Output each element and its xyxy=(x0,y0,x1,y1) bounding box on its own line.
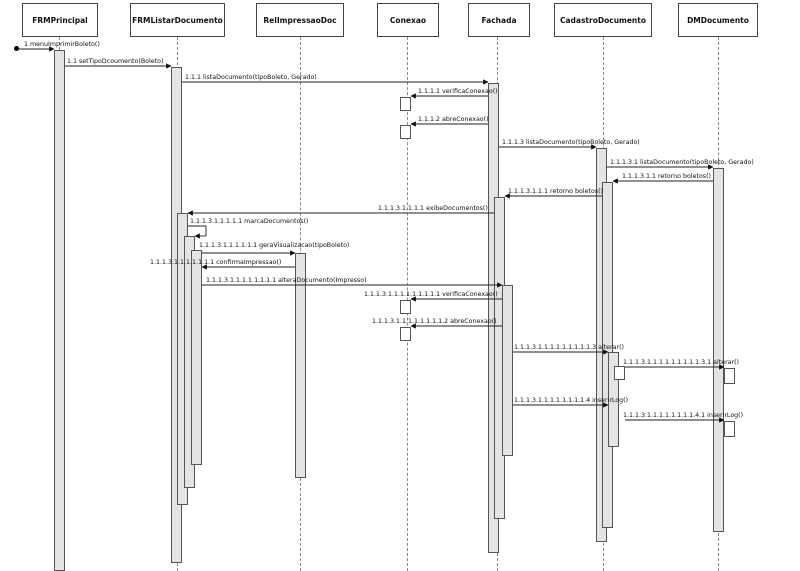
self-call-box xyxy=(400,97,411,111)
participant-conexao: Conexao xyxy=(377,3,439,37)
self-call-box xyxy=(724,421,735,437)
message-label: 1.1.1.3.1.1.1.1.1.1.1.1.4.1 inserirLog() xyxy=(623,412,744,419)
activation-bar xyxy=(608,352,619,447)
message-label: 1 menuImprimirBoleto() xyxy=(24,41,100,48)
message-label: 1.1.1.3 listaDocumento(tipoBoleto, Gerad… xyxy=(502,139,640,146)
participant-label: CadastroDocumento xyxy=(559,15,647,25)
message-label: 1.1.1.3.1.1.1 retorno boletos() xyxy=(508,188,604,195)
message-label: 1.1.1 listaDocumento(tipoBoleto, Gerado) xyxy=(185,74,317,81)
self-call-box xyxy=(400,327,411,341)
message-label: 1.1.1.3.1.1.1.1.1.1.1.1.4 inserirLog() xyxy=(514,397,629,404)
participant-relimpressaodoc: RelImpressaoDoc xyxy=(256,3,344,37)
self-call-box xyxy=(724,368,735,384)
message-label: 1.1.1.3.1.1.1.1.1.1.1.1.1.3.1 alterar() xyxy=(623,359,740,366)
self-call-box xyxy=(400,300,411,314)
participant-fachada: Fachada xyxy=(468,3,530,37)
message-label: 1.1.1.3.1.1 retorno boletos() xyxy=(622,173,712,180)
message-label: 1.1.1.3.1.1.1.1.1.1.1.1.1.3 alterar() xyxy=(514,344,625,351)
message-label: 1.1.1.1 verificaConexao() xyxy=(418,88,498,95)
participant-frmprincipal: FRMPrincipal xyxy=(22,3,98,37)
participant-label: FRMPrincipal xyxy=(32,15,88,25)
message-label: 1.1.1.3.1.1.1.1 exibeDocumentos() xyxy=(378,205,488,212)
participant-label: RelImpressaoDoc xyxy=(263,15,337,25)
message-label: 1.1.1.3.1.1.1.1.1.1 geraVisualizacao(tip… xyxy=(199,242,350,249)
participant-cadastrodocumento: CadastroDocumento xyxy=(554,3,652,37)
message-label: 1.1.1.3.1.1.1.1.1.1.1.1.1 verificaConexa… xyxy=(364,291,498,298)
participant-dmdocumento: DMDocumento xyxy=(678,3,758,37)
initial-message-dot xyxy=(14,46,19,51)
message-label: 1.1.1.2 abreConexao() xyxy=(418,116,489,123)
message-label: 1.1 setTipoDcoumento(Boleto) xyxy=(67,58,164,65)
participant-label: DMDocumento xyxy=(687,15,749,25)
activation-bar xyxy=(295,253,306,478)
participant-label: Fachada xyxy=(481,15,517,25)
participant-label: Conexao xyxy=(389,15,427,25)
message-label: 1.1.1.3.1.1.1.1.1 marcaDocumentos() xyxy=(190,218,309,225)
self-call-box xyxy=(400,125,411,139)
message-label: 1.1.1.3.1.1.1.1.1.1.1 confirmaImpressao(… xyxy=(150,259,282,266)
self-call-box xyxy=(614,366,625,380)
message-label: 1.1.1.3.1.1.1.1.1.1.1.1 alteraDocumento(… xyxy=(206,277,367,284)
participant-label: FRMListarDocumento xyxy=(132,15,223,25)
message-label: 1.1.1.3.1.1.1.1.1.1.1.1.2 abreConexao() xyxy=(372,318,497,325)
participant-frmlistardocumento: FRMListarDocumento xyxy=(130,3,225,37)
activation-bar xyxy=(191,250,202,465)
activation-bar xyxy=(713,168,724,532)
message-label: 1.1.1.3.1 listaDocumento(tipoBoleto, Ger… xyxy=(610,159,754,166)
activation-bar xyxy=(502,285,513,456)
